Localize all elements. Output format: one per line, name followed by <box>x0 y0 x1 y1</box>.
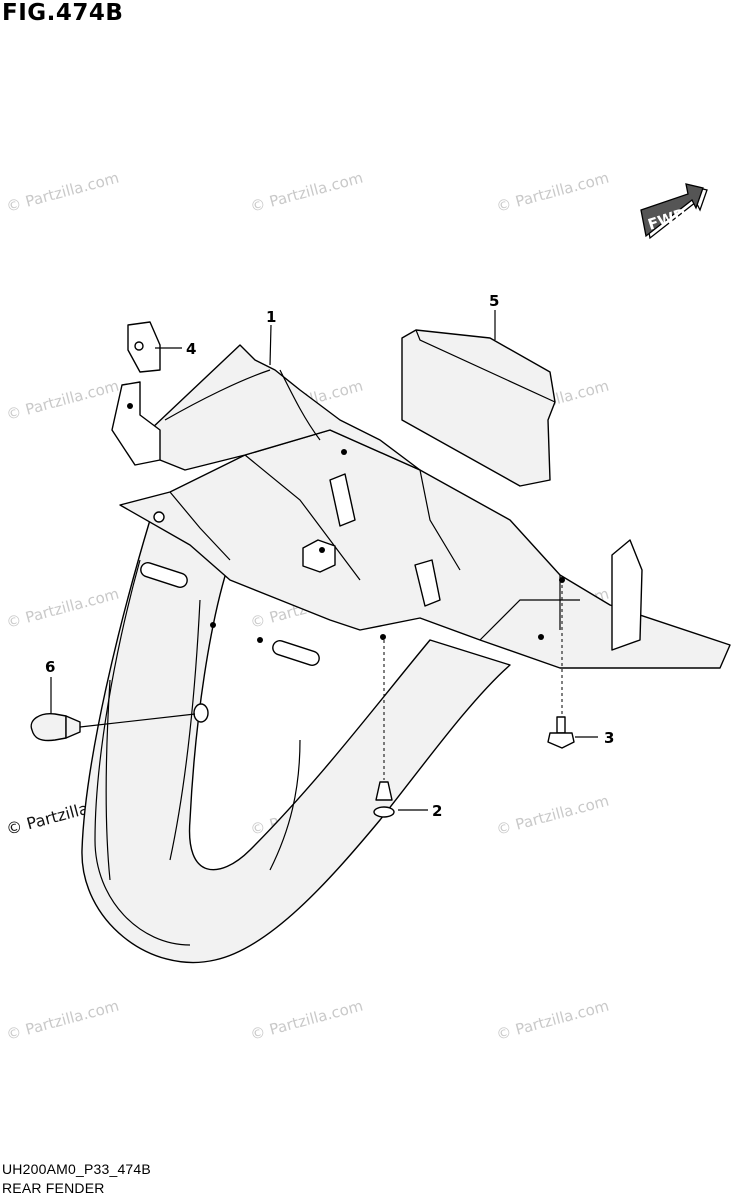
bolt <box>547 716 575 749</box>
leader-lines <box>50 310 598 811</box>
callout-4: 4 <box>186 340 196 358</box>
watermark: © Partzilla.com <box>248 169 364 216</box>
watermark: © Partzilla.com <box>494 169 610 216</box>
figure-name: REAR FENDER <box>2 1180 105 1196</box>
watermark: © Partzilla.com <box>4 377 120 424</box>
rear-cover-pad <box>401 329 556 487</box>
fwd-arrow-icon: FWD <box>640 183 708 240</box>
callout-2: 2 <box>432 802 442 820</box>
watermark: © Partzilla.com <box>4 169 120 216</box>
rear-fender <box>81 344 731 964</box>
callout-3: 3 <box>604 729 614 747</box>
callout-6: 6 <box>45 658 55 676</box>
clip-nut <box>127 321 161 373</box>
watermark: © Partzilla.com <box>494 997 610 1044</box>
push-rivet <box>373 781 395 818</box>
watermark: © Partzilla.com <box>494 792 610 839</box>
watermark: © Partzilla.com <box>4 997 120 1044</box>
watermark: © Partzilla.com <box>4 585 120 632</box>
rubber-cushion <box>30 713 81 742</box>
figure-title: FIG.474B <box>2 0 124 26</box>
figure-code: UH200AM0_P33_474B <box>2 1161 151 1177</box>
watermark: © Partzilla.com <box>248 997 364 1044</box>
callout-5: 5 <box>489 292 499 310</box>
callout-1: 1 <box>266 308 276 326</box>
